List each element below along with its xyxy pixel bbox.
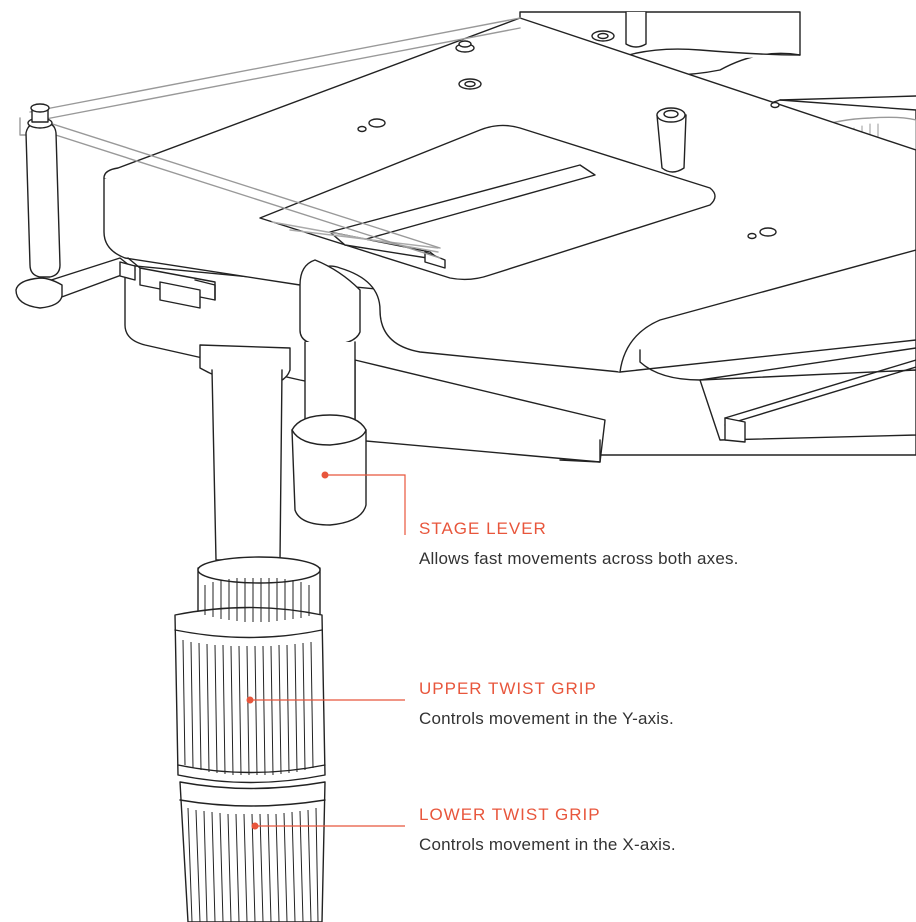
upper-twist-grip-callout: UPPER TWIST GRIP Controls movement in th… (419, 678, 839, 733)
lower-twist-grip-callout: LOWER TWIST GRIP Controls movement in th… (419, 804, 839, 859)
lower-twist-grip-title: LOWER TWIST GRIP (419, 805, 601, 824)
stage-lever-callout: STAGE LEVER Allows fast movements across… (419, 518, 809, 573)
upper-twist-grip-title: UPPER TWIST GRIP (419, 679, 597, 698)
slide-rod (15, 17, 521, 309)
leader-dots (246, 471, 329, 830)
plate-screws (357, 11, 780, 240)
upper-twist-grip-description: Controls movement in the Y-axis. (419, 709, 674, 728)
stage-lever-leader (325, 474, 406, 535)
leader-lines (250, 474, 406, 827)
upper-twist-grip-dot (246, 696, 254, 704)
grip-ridges (182, 578, 319, 922)
lower-twist-grip-dot (251, 822, 259, 830)
stage-lever (291, 259, 367, 526)
stage-lever-description: Allows fast movements across both axes. (419, 549, 739, 568)
perforated-insert (259, 124, 716, 281)
stage-lever-title: STAGE LEVER (419, 519, 547, 538)
stage-lever-dot (321, 471, 329, 479)
spindle-and-grips (174, 344, 326, 922)
lower-twist-grip-description: Controls movement in the X-axis. (419, 835, 676, 854)
